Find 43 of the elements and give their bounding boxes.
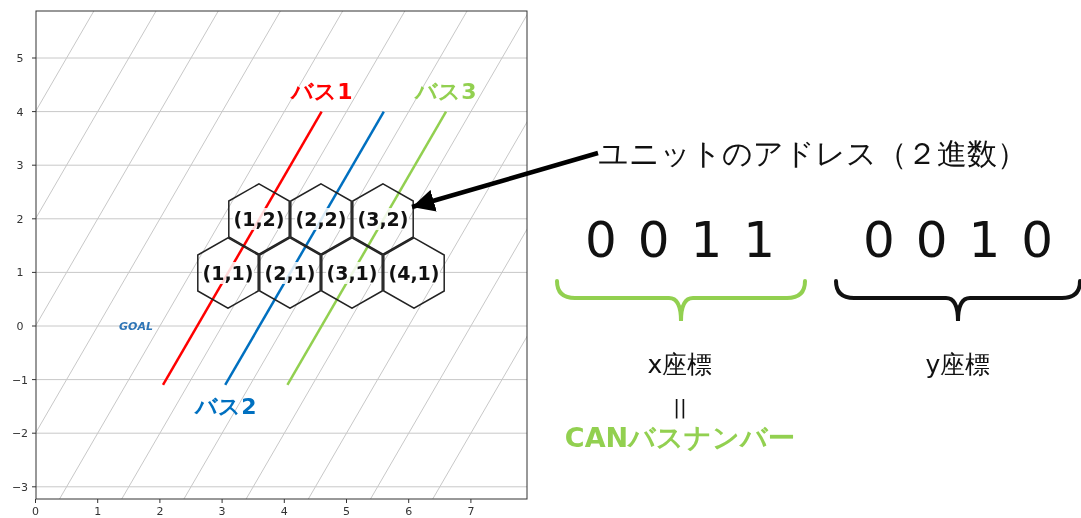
axis-tick-label: −1 [11,374,29,386]
axis-tick-label: 0 [16,320,24,332]
bus-label: バス1 [291,81,353,103]
goal-marker-label: GOAL [119,320,153,332]
axis-tick-label: −3 [11,481,29,493]
unit-coordinate: (2,2) [295,208,347,230]
unit-coordinate: (1,2) [233,208,285,230]
hexagon-unit [321,237,383,309]
binary-digits: 0 0 1 1 [585,215,775,265]
unit-coordinate: (3,1) [326,262,378,284]
bus-label: バス2 [195,396,257,418]
axis-tick-label: −2 [11,427,29,439]
unit-coordinate: (2,1) [264,262,316,284]
bus-label: バス3 [415,81,477,103]
hexagon-unit [259,237,321,309]
axis-tick-label: 7 [467,505,475,517]
field-label: x座標 [647,351,713,377]
axis-tick-label: 3 [218,505,226,517]
equals-sign: || [673,397,687,417]
unit-coordinate: (1,1) [202,262,254,284]
field-label: y座標 [925,351,991,377]
unit-coordinate: (4,1) [388,262,440,284]
axis-tick-label: 5 [343,505,350,517]
annotation-text: ユニットのアドレス（２進数） [598,136,1027,172]
field-label: CANバスナンバー [564,423,796,451]
hexagon-unit [352,183,414,255]
axis-tick-label: 5 [16,52,24,64]
axis-tick-label: 2 [156,505,164,517]
axis-tick-label: 1 [16,266,24,278]
axis-tick-label: 2 [16,213,24,225]
unit-coordinate: (3,2) [357,208,409,230]
axis-tick-label: 3 [16,159,24,171]
hexagon-unit [383,237,445,309]
hexagon-unit [228,183,290,255]
binary-digits: 0 0 1 0 [863,215,1053,265]
axis-tick-label: 4 [16,106,24,118]
hexagon-unit [197,237,259,309]
hexagon-unit [290,183,352,255]
axis-tick-label: 1 [94,505,102,517]
axis-tick-label: 6 [405,505,413,517]
arrow [411,150,599,212]
axis-tick-label: 0 [32,505,39,517]
axis-tick-label: 4 [280,505,288,517]
